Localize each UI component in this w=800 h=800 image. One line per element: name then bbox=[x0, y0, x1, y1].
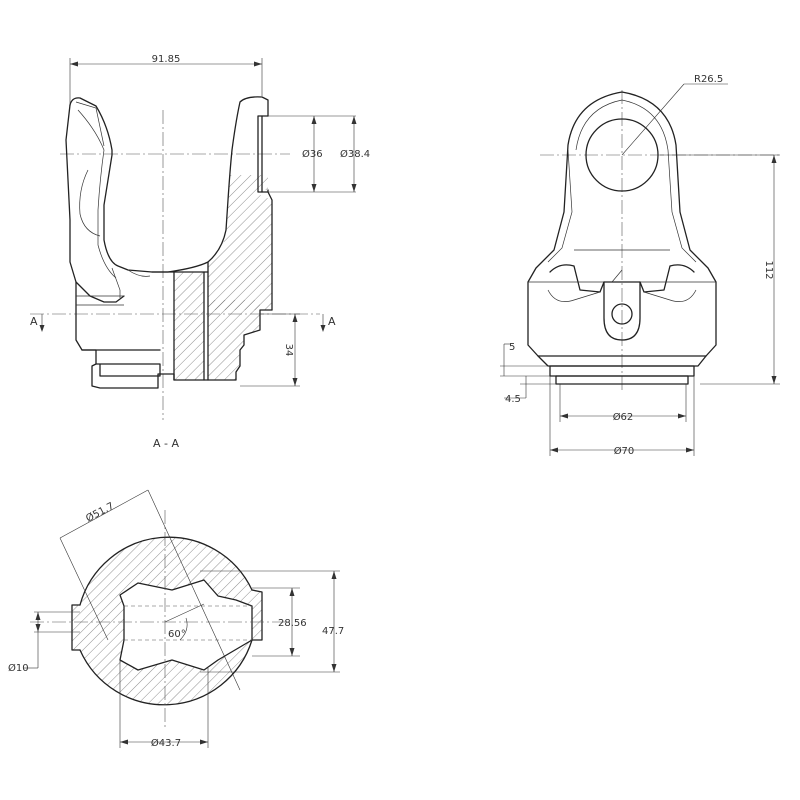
side-head-inner bbox=[575, 99, 697, 263]
dim-10-arrows bbox=[35, 612, 41, 632]
dim-dia70-label: Ø70 bbox=[614, 445, 635, 457]
radius-leader bbox=[621, 83, 685, 156]
section-arrowhead-right bbox=[320, 325, 326, 332]
ring-right-flat bbox=[251, 589, 263, 641]
side-head-outline bbox=[527, 91, 717, 357]
side-ring-lower bbox=[555, 375, 689, 385]
side-bore-circle bbox=[585, 118, 659, 192]
dim-517-leader-top bbox=[59, 489, 149, 539]
section-hatch-core bbox=[174, 272, 204, 380]
yoke-ear-inner-edge bbox=[77, 109, 117, 279]
dim-height34-label: 34 bbox=[283, 344, 294, 357]
side-shoulder-lower-right bbox=[643, 289, 697, 302]
side-shoulder-lower-left bbox=[547, 289, 601, 302]
dim-across-label: 28.56 bbox=[278, 618, 307, 629]
yoke-fork-inner bbox=[127, 269, 151, 277]
angle-label: 60° bbox=[168, 629, 186, 640]
angle-ray bbox=[164, 603, 205, 623]
yoke-ear-bottom bbox=[111, 267, 121, 298]
dim-45-label: 4.5 bbox=[505, 394, 521, 405]
dim-dia38-label: Ø38.4 bbox=[340, 148, 370, 160]
section-hatch-lower bbox=[208, 300, 260, 380]
yoke-left-ear-back bbox=[65, 104, 125, 303]
section-arrow-left-label: A bbox=[30, 315, 38, 328]
dim-dia437-label: Ø43.7 bbox=[151, 737, 181, 749]
yoke-ear-boss bbox=[79, 169, 101, 237]
radius-label: R26.5 bbox=[694, 74, 723, 85]
section-hatch-upper bbox=[208, 175, 272, 310]
front-section-view: 91.85 Ø36 Ø38.4 34 A A A - A bbox=[30, 54, 370, 450]
dim-5-label: 5 bbox=[509, 342, 515, 353]
yoke-ear-top bbox=[75, 101, 105, 147]
section-arrowhead-left bbox=[39, 325, 45, 332]
dim-34-arrows bbox=[292, 314, 298, 386]
dim-dia10-label: Ø10 bbox=[8, 662, 29, 674]
side-shoulder-left bbox=[549, 264, 605, 293]
ring-left-flat bbox=[71, 604, 81, 651]
dim-dia36-label: Ø36 bbox=[302, 148, 323, 160]
dim-height112-label: 112 bbox=[763, 260, 774, 279]
side-shoulder-right bbox=[639, 264, 695, 293]
dim-2856-arrows bbox=[289, 588, 295, 656]
dim-height477-label: 47.7 bbox=[322, 626, 344, 637]
side-view: R26.5 112 5 4.5 Ø62 Ø70 bbox=[500, 74, 780, 457]
dim-dia517-label: Ø51.7 bbox=[84, 500, 116, 525]
section-a-a-view: Ø51.7 60° 28.56 47.7 Ø10 Ø43.7 bbox=[8, 489, 344, 749]
dim-517-ext bbox=[59, 537, 109, 641]
side-tab-line bbox=[611, 269, 623, 283]
right-ear-outer bbox=[267, 191, 273, 311]
dim-517-line bbox=[147, 489, 241, 691]
right-ear-bore bbox=[257, 115, 269, 193]
section-title: A - A bbox=[153, 437, 179, 450]
yoke-outer-contour bbox=[69, 96, 269, 273]
dim-width-label: 91.85 bbox=[152, 54, 181, 65]
dim-dia62-label: Ø62 bbox=[613, 411, 634, 423]
groove-ring bbox=[95, 363, 161, 377]
section-arrow-right-label: A bbox=[328, 315, 336, 328]
spline-bore bbox=[119, 579, 253, 671]
side-head-inner-left bbox=[547, 149, 573, 263]
dim-dia-arrows bbox=[311, 116, 357, 192]
ring-outer-bottom bbox=[79, 639, 253, 706]
ring-outer-top bbox=[79, 536, 253, 606]
side-tab-hole bbox=[611, 303, 633, 325]
angle-arc bbox=[179, 617, 188, 641]
side-tab bbox=[603, 281, 641, 341]
